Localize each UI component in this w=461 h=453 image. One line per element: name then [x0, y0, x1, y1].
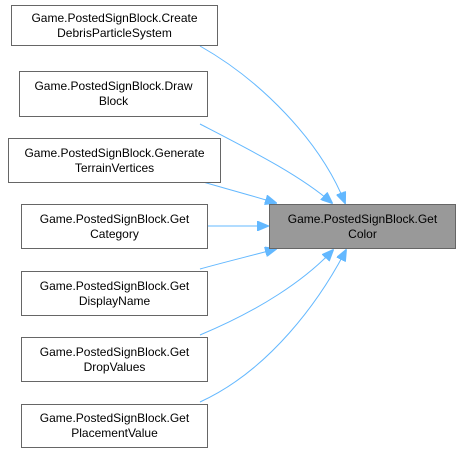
- caller-label-line2: PlacementValue: [71, 426, 158, 440]
- caller-node-create-debris-particle-system[interactable]: Game.PostedSignBlock.Create DebrisPartic…: [11, 5, 218, 46]
- caller-label-line2: DebrisParticleSystem: [57, 25, 172, 40]
- edge-get-dropvalues: [199, 250, 333, 336]
- caller-label-line1: Game.PostedSignBlock.Create: [31, 10, 198, 25]
- caller-label-line1: Game.PostedSignBlock.Get: [39, 211, 190, 226]
- caller-label-line2: Category: [90, 226, 139, 241]
- caller-node-get-category[interactable]: Game.PostedSignBlock.Get Category: [21, 204, 208, 249]
- target-node-get-color[interactable]: Game.PostedSignBlock.Get Color: [269, 204, 456, 249]
- target-label-line2: Color: [348, 226, 377, 241]
- edge-generate-terrain: [195, 179, 276, 203]
- caller-label-line1: Game.PostedSignBlock.Get: [39, 344, 190, 359]
- edge-draw-block: [199, 123, 332, 203]
- caller-label-line2: TerrainVertices: [74, 160, 155, 175]
- caller-node-get-displayname[interactable]: Game.PostedSignBlock.Get DisplayName: [21, 271, 208, 316]
- caller-node-draw-block[interactable]: Game.PostedSignBlock.Draw Block: [19, 71, 208, 117]
- caller-label-line2: DropValues: [83, 359, 146, 374]
- edge-get-displayname: [199, 249, 276, 270]
- caller-node-generate-terrain-vertices[interactable]: Game.PostedSignBlock.Generate TerrainVer…: [8, 138, 221, 183]
- caller-node-get-dropvalues[interactable]: Game.PostedSignBlock.Get DropValues: [21, 337, 208, 382]
- target-label-line1: Game.PostedSignBlock.Get: [287, 211, 438, 226]
- caller-label-line1: Game.PostedSignBlock.Draw: [34, 79, 193, 93]
- edge-create-debris: [199, 45, 345, 203]
- caller-label-line2: Block: [98, 94, 129, 108]
- caller-label-line2: DisplayName: [78, 293, 151, 308]
- caller-label-line1: Game.PostedSignBlock.Get: [39, 411, 190, 425]
- edge-get-placementvalue: [199, 250, 346, 403]
- caller-node-get-placementvalue[interactable]: Game.PostedSignBlock.Get PlacementValue: [21, 404, 208, 448]
- caller-label-line1: Game.PostedSignBlock.Get: [39, 278, 190, 293]
- caller-label-line1: Game.PostedSignBlock.Generate: [24, 145, 205, 160]
